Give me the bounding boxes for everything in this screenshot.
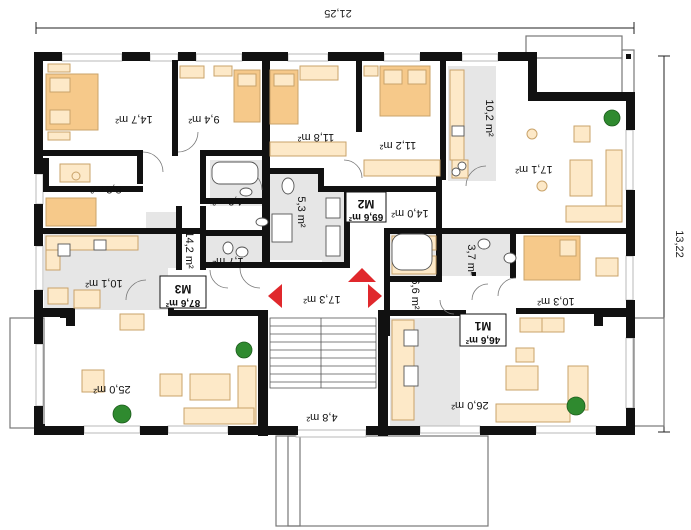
- room-area: 4,2 m²: [212, 195, 244, 207]
- svg-text:46,6 m²: 46,6 m²: [465, 334, 500, 345]
- arrow-icon: [348, 268, 376, 282]
- room-area: 17,1 m²: [515, 163, 553, 175]
- svg-text:M3: M3: [174, 282, 191, 296]
- unit-tag-m1: M1 46,6 m²: [459, 313, 507, 347]
- room-labels: 14,7 m² 9,4 m² 11,8 m² 11,2 m² 10,2 m² 1…: [85, 99, 575, 423]
- unit-tag-m3: M3 87,6 m²: [159, 275, 207, 309]
- svg-text:87,6 m²: 87,6 m²: [165, 297, 200, 308]
- plants: [112, 109, 621, 424]
- room-area: 14,0 m²: [391, 207, 429, 219]
- room-area: 26,0 m²: [451, 399, 489, 411]
- room-area: 9,4 m²: [188, 113, 220, 125]
- plant-icon: [603, 109, 621, 127]
- svg-text:M1: M1: [474, 319, 491, 333]
- room-area: 3,7 m²: [465, 244, 477, 276]
- width-dimension: 21,25: [324, 7, 352, 19]
- arrow-icon: [368, 284, 382, 308]
- room-area: 14,7 m²: [115, 113, 153, 125]
- room-area: 17,3 m²: [303, 293, 341, 305]
- plant-icon: [566, 396, 586, 416]
- svg-text:69,6 m²: 69,6 m²: [348, 211, 383, 222]
- room-area: 6,6 m²: [409, 278, 421, 310]
- room-area: 25,0 m²: [93, 383, 131, 395]
- room-area: 11,2 m²: [379, 139, 416, 151]
- room-area: 5,3 m²: [295, 196, 307, 228]
- entrance-arrows: [268, 268, 382, 308]
- room-area: 14,2 m²: [183, 231, 195, 269]
- height-dimension: 13,22: [673, 230, 685, 258]
- room-area: 10,2 m²: [483, 99, 495, 137]
- bathroom-fixtures: [57, 125, 517, 387]
- single-bed: [45, 197, 97, 227]
- room-area: 4,8 m²: [306, 411, 338, 423]
- room-area: 11,8 m²: [297, 131, 334, 143]
- furniture: [45, 63, 623, 425]
- walls: [34, 52, 635, 436]
- room-area: 8,3 m²: [90, 183, 122, 195]
- staircase: [269, 317, 377, 389]
- plant-icon: [112, 404, 132, 424]
- room-area: 10,1 m²: [85, 277, 123, 289]
- unit-tag-m2: M2 69,6 m²: [345, 191, 387, 223]
- room-area: 1,7 m²: [212, 255, 244, 267]
- room-area: 10,3 m²: [537, 295, 575, 307]
- svg-text:M2: M2: [357, 197, 374, 211]
- plant-icon: [235, 341, 253, 359]
- windows: [35, 53, 634, 438]
- arrow-icon: [268, 284, 282, 308]
